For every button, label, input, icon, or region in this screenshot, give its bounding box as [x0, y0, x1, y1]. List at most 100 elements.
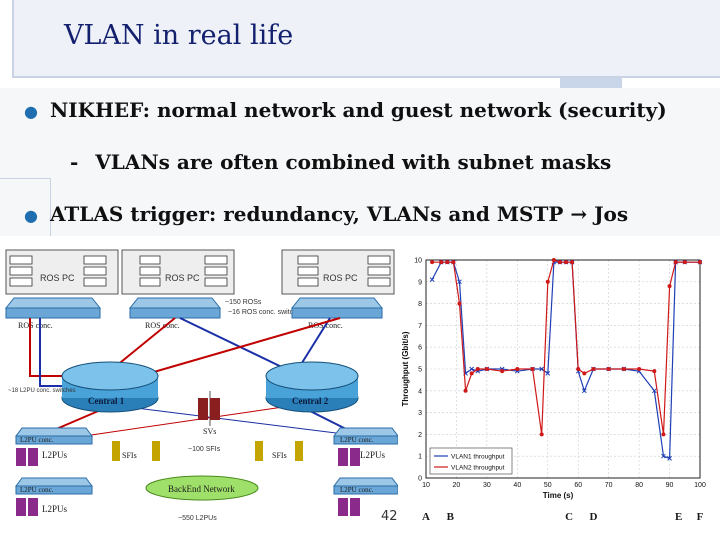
backend-network: BackEnd Network: [145, 475, 259, 501]
slide-title: VLAN in real life: [64, 20, 294, 51]
y-tick-label: 6: [418, 345, 422, 352]
sub-bullet-text: VLANs are often combined with subnet mas…: [95, 150, 612, 174]
time-marker-label: F: [697, 511, 704, 523]
l2pu-count-label: ~550 L2PUs: [178, 515, 217, 522]
sub-bullet: - VLANs are often combined with subnet m…: [70, 150, 611, 174]
sfi-group: SFIs: [112, 441, 160, 461]
ros-conc-label: ROS conc.: [145, 321, 180, 330]
data-point: [570, 260, 575, 265]
content-panel: [0, 88, 720, 238]
ros-pc-group: ROS PC: [121, 249, 235, 295]
data-point: [682, 260, 687, 265]
bullet-atlas: ●ATLAS trigger: redundancy, VLANs and MS…: [24, 202, 628, 226]
x-tick-label: 90: [666, 482, 674, 489]
data-point: [581, 388, 587, 394]
sfis-label: SFIs: [122, 451, 137, 460]
series-line: [432, 259, 700, 435]
l2pu-rack: L2PUs: [338, 448, 386, 466]
data-point: [637, 367, 642, 371]
sfi-count-label: ~100 SFIs: [188, 446, 221, 453]
chart-grid: [425, 259, 701, 479]
data-point: [545, 371, 551, 376]
data-point: [530, 367, 535, 371]
time-marker-label: C: [565, 511, 573, 523]
legend-box: [429, 447, 513, 475]
x-tick-label: 70: [605, 482, 613, 489]
title-bar: [12, 0, 720, 78]
data-point: [667, 456, 672, 461]
data-point: [445, 260, 450, 265]
time-marker-label: E: [675, 511, 682, 523]
x-tick-label: 30: [483, 482, 491, 489]
bullet-nikhef: ●NIKHEF: normal network and guest networ…: [24, 98, 667, 122]
data-point: [475, 367, 480, 371]
time-marker-label: A: [422, 511, 430, 523]
central-router-1: Central 1: [61, 361, 159, 413]
data-point: [551, 258, 556, 262]
data-point: [463, 388, 468, 393]
y-tick-label: 0: [418, 476, 422, 483]
data-point: [582, 371, 587, 376]
chart-x-axis-label: Time (s): [543, 491, 574, 500]
series-line: [431, 261, 700, 460]
data-point: [429, 277, 435, 282]
data-point: [591, 367, 596, 371]
ros-pc-group: ROS PC: [5, 249, 119, 295]
data-point: [652, 369, 657, 374]
data-point: [621, 367, 626, 371]
y-tick-label: 4: [418, 388, 422, 395]
data-point: [661, 453, 666, 459]
l2pus-label: L2PUs: [42, 450, 68, 460]
x-tick-label: 40: [513, 482, 521, 489]
y-tick-label: 10: [414, 258, 422, 265]
y-tick-label: 7: [418, 323, 422, 330]
l2pu-rack: [338, 498, 360, 516]
y-tick-label: 8: [418, 301, 422, 308]
y-tick-label: 2: [418, 432, 422, 439]
l2pu-conc-count-label: ~18 L2PU conc. switches: [8, 388, 76, 394]
data-point: [698, 260, 702, 265]
bullet-dot-icon: ●: [24, 206, 38, 225]
chart-series: [429, 258, 703, 461]
central-1-label: Central 1: [88, 396, 125, 406]
l2pu-rack: L2PUs: [16, 448, 68, 466]
data-point: [484, 367, 489, 371]
ros-conc-switch: ROS conc.: [4, 297, 102, 330]
central-router-2: Central 2: [265, 361, 359, 413]
central-2-label: Central 2: [292, 396, 329, 406]
bullet-dot-icon: ●: [24, 102, 38, 121]
chart-frame: [425, 259, 701, 479]
backend-label: BackEnd Network: [168, 484, 235, 494]
x-tick-label: 10: [422, 482, 430, 489]
ros-pc-label: ROS PC: [165, 273, 200, 283]
sfis-label: SFIs: [272, 451, 287, 460]
l2pu-conc-switch: L2PU conc.: [333, 427, 398, 445]
data-point: [557, 260, 562, 265]
ros-conc-switches-label: ~16 ROS conc. switches: [228, 309, 305, 316]
sfi-group: SFIs: [255, 441, 303, 461]
ros-conc-label: ROS conc.: [18, 321, 53, 330]
l2pus-label: L2PUs: [360, 450, 386, 460]
data-point: [439, 260, 444, 265]
ros-conc-switch: ROS conc.: [128, 297, 222, 330]
data-point: [430, 260, 435, 265]
data-point: [661, 432, 666, 437]
x-tick-label: 20: [453, 482, 461, 489]
ros-pc-group: ROS PC: [281, 249, 395, 295]
data-point: [539, 366, 545, 372]
data-point: [576, 367, 581, 371]
x-tick-label: 60: [574, 482, 582, 489]
x-tick-label: 80: [635, 482, 643, 489]
x-tick-label: 50: [544, 482, 552, 489]
data-point: [564, 260, 569, 265]
l2pu-conc-switch: L2PU conc.: [333, 477, 398, 495]
ros-pc-label: ROS PC: [323, 273, 358, 283]
data-point: [545, 279, 550, 284]
data-point: [457, 279, 462, 285]
data-point: [515, 367, 520, 371]
ros-count-label: ~150 ROSs: [225, 299, 262, 306]
sub-bullet-dash: -: [70, 150, 79, 174]
l2pu-conc-switch: L2PU conc.: [15, 477, 93, 495]
